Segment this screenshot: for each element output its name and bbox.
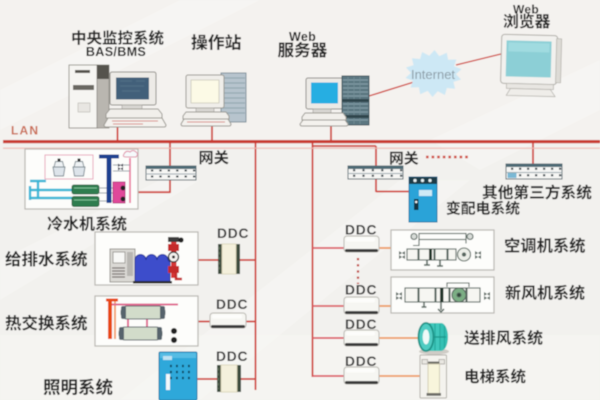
svg-text:BAS/BMS: BAS/BMS	[86, 45, 146, 59]
svg-text:DDC: DDC	[345, 283, 377, 298]
svg-text:DDC: DDC	[216, 297, 248, 312]
svg-text:DDC: DDC	[345, 354, 377, 369]
svg-text:DDC: DDC	[216, 349, 248, 364]
svg-text:DDC: DDC	[217, 226, 249, 241]
svg-text:DDC: DDC	[345, 317, 377, 332]
svg-text:Web: Web	[513, 3, 539, 17]
svg-text:LAN: LAN	[11, 124, 39, 138]
svg-text:Web: Web	[289, 30, 316, 44]
svg-text:DDC: DDC	[345, 223, 377, 238]
svg-text:Internet: Internet	[411, 67, 455, 82]
